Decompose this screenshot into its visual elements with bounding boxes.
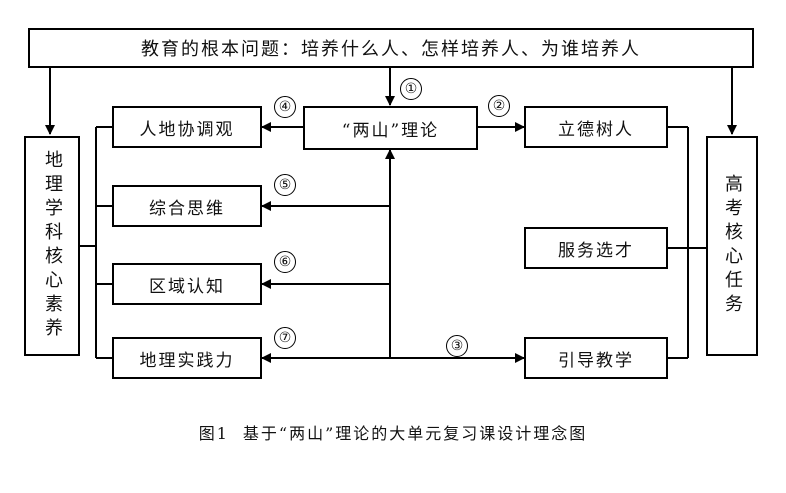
step-marker: ①	[400, 78, 422, 100]
top-banner-text: 教育的根本问题：培养什么人、怎样培养人、为谁培养人	[141, 39, 641, 60]
step-marker: ⑥	[274, 251, 296, 273]
left-item-box: 综合思维	[112, 185, 262, 227]
top-banner: 教育的根本问题：培养什么人、怎样培养人、为谁培养人	[28, 28, 754, 68]
step-marker: ⑦	[274, 327, 296, 349]
center-concept-box: “两山”理论	[303, 106, 478, 150]
left-item-box: 区域认知	[112, 263, 262, 305]
left-panel-box: 地理学科核心素养	[24, 136, 80, 356]
left-item-label: 区域认知	[149, 276, 225, 297]
step-marker: ⑤	[274, 174, 296, 196]
left-panel-label: 地理学科核心素养	[42, 150, 63, 342]
right-panel-label: 高考核心任务	[722, 174, 743, 318]
figure-caption: 图1 基于“两山”理论的大单元复习课设计理念图	[0, 420, 786, 444]
figure-title: 基于“两山”理论的大单元复习课设计理念图	[242, 424, 588, 443]
center-concept-label: “两山”理论	[341, 120, 440, 141]
left-item-label: 地理实践力	[139, 350, 235, 371]
left-item-box: 人地协调观	[112, 106, 262, 148]
left-item-label: 综合思维	[149, 198, 225, 219]
right-panel-box: 高考核心任务	[706, 136, 758, 356]
figure-number: 图1	[198, 424, 229, 443]
right-item-box: 服务选才	[524, 227, 668, 269]
step-marker: ②	[488, 95, 510, 117]
right-item-box: 引导教学	[524, 337, 668, 379]
right-item-label: 引导教学	[558, 350, 634, 371]
right-item-label: 立德树人	[558, 119, 634, 140]
right-item-box: 立德树人	[524, 106, 668, 148]
step-marker: ③	[446, 335, 468, 357]
step-marker: ④	[274, 96, 296, 118]
left-item-label: 人地协调观	[139, 119, 235, 140]
right-item-label: 服务选才	[558, 240, 634, 261]
left-item-box: 地理实践力	[112, 337, 262, 379]
